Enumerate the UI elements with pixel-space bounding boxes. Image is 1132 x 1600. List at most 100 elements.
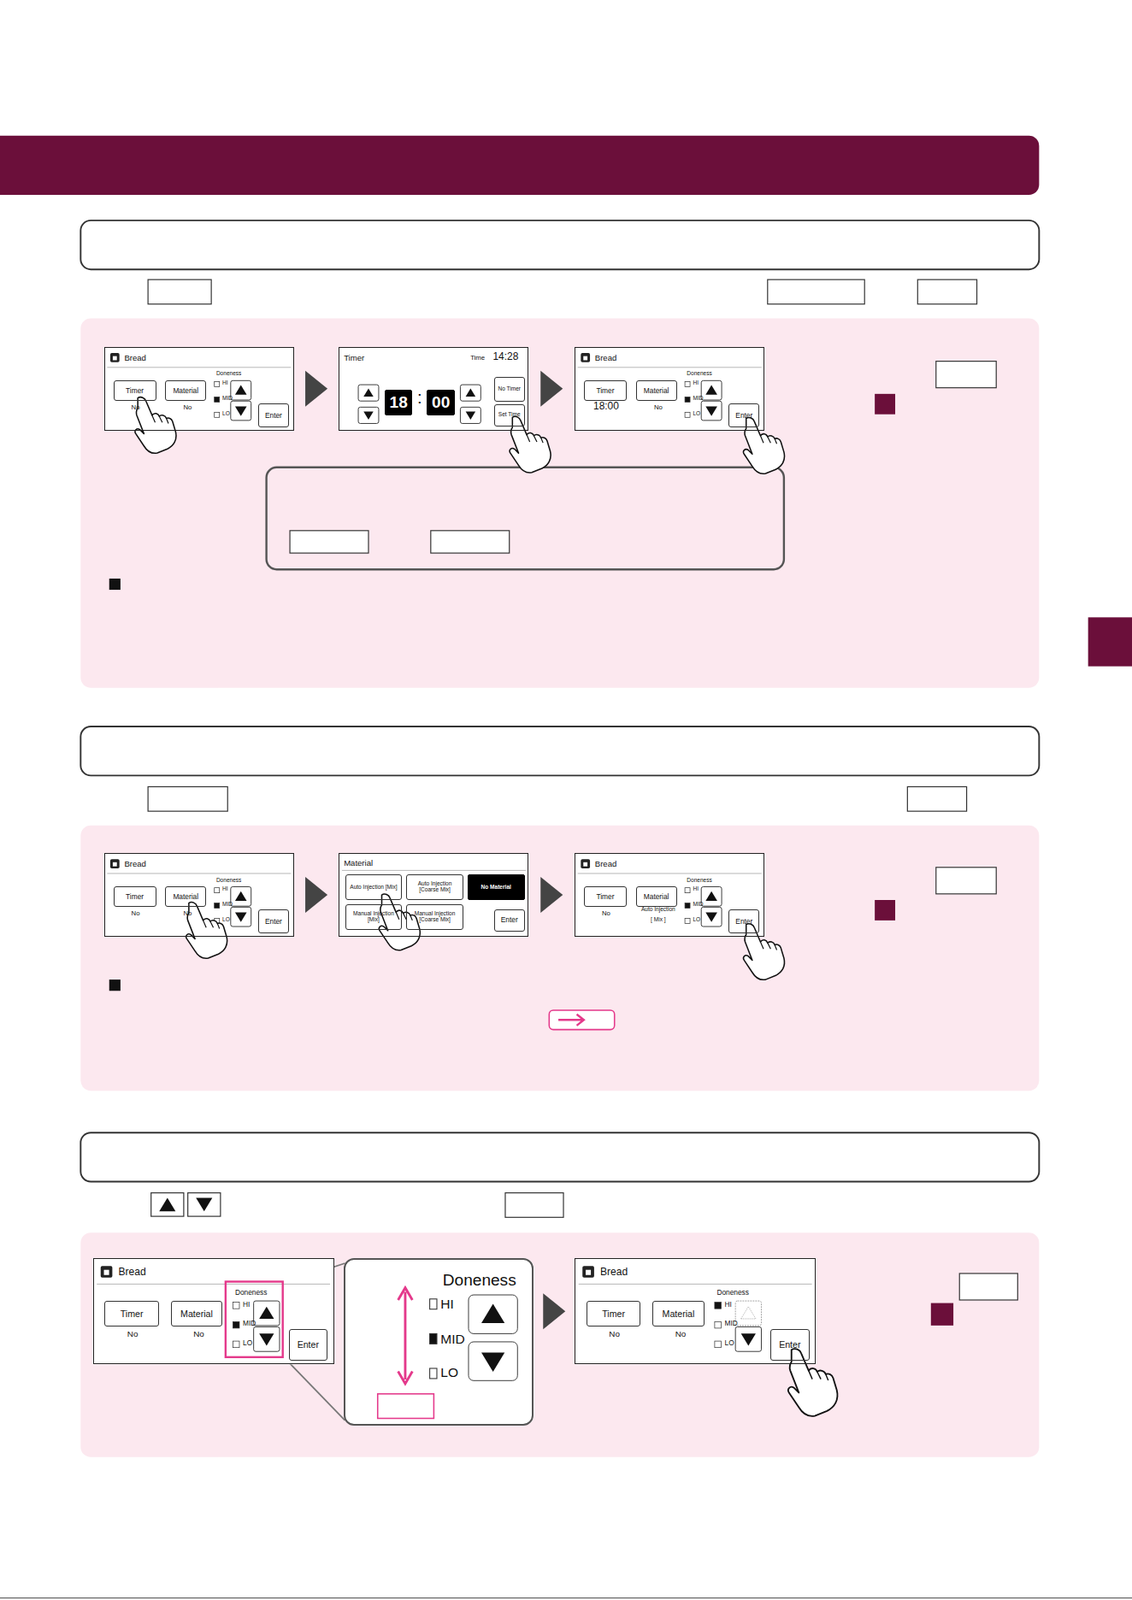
bread-icon <box>580 353 590 363</box>
screen-button: Timer <box>586 1301 642 1327</box>
arrow-button <box>701 886 722 907</box>
finger-pointer <box>378 894 420 951</box>
check-box <box>214 396 220 402</box>
highlight-frame <box>225 1282 283 1358</box>
screen-button: Material <box>636 380 678 401</box>
button-label: Timer <box>125 893 144 902</box>
arrow-glyph <box>235 406 248 416</box>
screen-text: Material <box>343 859 373 868</box>
screen-ground <box>574 1258 816 1365</box>
screen-text: LO <box>242 1339 253 1347</box>
screen-text: HI <box>222 380 229 387</box>
screen-text: No <box>127 1330 139 1339</box>
arrow-button <box>230 380 252 401</box>
bullet-square <box>109 979 121 991</box>
range-arrow <box>398 1288 413 1385</box>
screen-panel: MaterialAuto Injection [Mix]Auto Injecti… <box>338 853 529 938</box>
arrow-button <box>459 406 481 424</box>
arrow-button <box>468 1295 518 1334</box>
screen-panel: BreadDonenessHIMIDLONoNoTimerMaterialEnt… <box>574 1258 816 1365</box>
screen-button: Manual Injection [Coarse Mix] <box>406 904 464 931</box>
screen-text: Bread <box>123 353 146 363</box>
arrow-glyph <box>235 385 248 396</box>
screen-panel: BreadDonenessHIMIDLONoNoTimerMaterialEnt… <box>104 347 295 431</box>
screen-button: Enter <box>258 403 289 429</box>
key-box <box>767 279 865 305</box>
title-rule <box>577 366 762 368</box>
bread-icon <box>112 862 118 867</box>
finger-pointer <box>509 416 551 473</box>
screen-panel: BreadDonenessHIMIDLONoNoTimerMaterialEnt… <box>104 853 295 938</box>
arrow-button <box>230 400 252 421</box>
button-label: Material <box>172 387 199 396</box>
arrow-glyph <box>481 1303 505 1323</box>
screen-ground <box>93 1258 335 1365</box>
screen-text: No <box>193 1330 205 1339</box>
button-label: Enter <box>265 412 283 420</box>
check-box <box>232 1341 240 1349</box>
pink-panel <box>80 825 1039 1091</box>
arrow-glyph <box>465 412 476 420</box>
screen-text: No <box>131 910 141 918</box>
step-square <box>931 1303 954 1327</box>
arrow-glyph <box>705 406 718 416</box>
screen-text: No <box>183 404 193 412</box>
screen-text: Bread <box>595 860 617 869</box>
flow-arrow <box>542 1293 566 1330</box>
screen-text: LO <box>725 1339 735 1347</box>
button-label: Auto Injection [Coarse Mix] <box>407 881 462 894</box>
arrow-button <box>253 1301 280 1327</box>
arrow-glyph <box>259 1333 274 1346</box>
screen-text: Doneness <box>716 1289 749 1297</box>
screen-text: MID <box>222 902 233 908</box>
screen-ground <box>104 347 295 431</box>
button-label: Enter <box>735 918 753 926</box>
check-box <box>214 888 220 894</box>
screen-button: Enter <box>728 909 760 935</box>
bread-icon <box>110 859 120 869</box>
check-box <box>232 1321 240 1329</box>
button-label: Enter <box>735 412 753 420</box>
arrow-glyph <box>259 1307 274 1320</box>
title-rule <box>577 872 762 874</box>
screen-text: LO <box>692 411 701 418</box>
screen-text: HI <box>725 1301 732 1309</box>
button-label: Timer <box>125 387 144 396</box>
bottom-rule <box>0 1597 1132 1599</box>
bread-icon <box>104 1270 110 1276</box>
button-label: Timer <box>601 1309 625 1320</box>
arrow-button <box>253 1326 280 1352</box>
screen-text: Doneness <box>235 1289 268 1297</box>
screen-button: Timer <box>583 380 627 401</box>
arrow-glyph <box>705 385 718 396</box>
key-box <box>959 1273 1018 1301</box>
key-box <box>147 279 212 305</box>
screen-button: Manual Injection [Mix] <box>345 904 403 931</box>
arrow-button <box>358 384 379 401</box>
screen-text: 14:28 <box>492 352 519 363</box>
arrow-button <box>701 380 722 401</box>
button-label: Timer <box>595 893 614 902</box>
check-box <box>430 1368 437 1380</box>
screen-button: Auto Injection [Coarse Mix] <box>406 874 464 901</box>
title-rule <box>106 872 291 874</box>
screen-button: No Timer <box>494 377 525 403</box>
screen-button: Timer <box>113 380 157 401</box>
screen-text: Doneness <box>442 1272 517 1289</box>
screen-text: MID <box>242 1320 256 1327</box>
screen-text: Doneness <box>686 878 712 885</box>
button-label: Timer <box>120 1309 144 1320</box>
screen-text: : <box>417 389 423 407</box>
check-box <box>684 412 690 418</box>
screen-text: MID <box>725 1320 738 1327</box>
button-label: Set Time <box>498 412 521 419</box>
key-box <box>188 1193 221 1217</box>
button-label: Manual Injection [Coarse Mix] <box>407 911 462 924</box>
bread-icon <box>582 1266 595 1279</box>
pink-key-box <box>377 1394 435 1420</box>
section-heading <box>80 220 1039 270</box>
flow-arrow <box>540 877 563 914</box>
screen-ground <box>338 347 529 431</box>
check-box <box>714 1321 722 1329</box>
